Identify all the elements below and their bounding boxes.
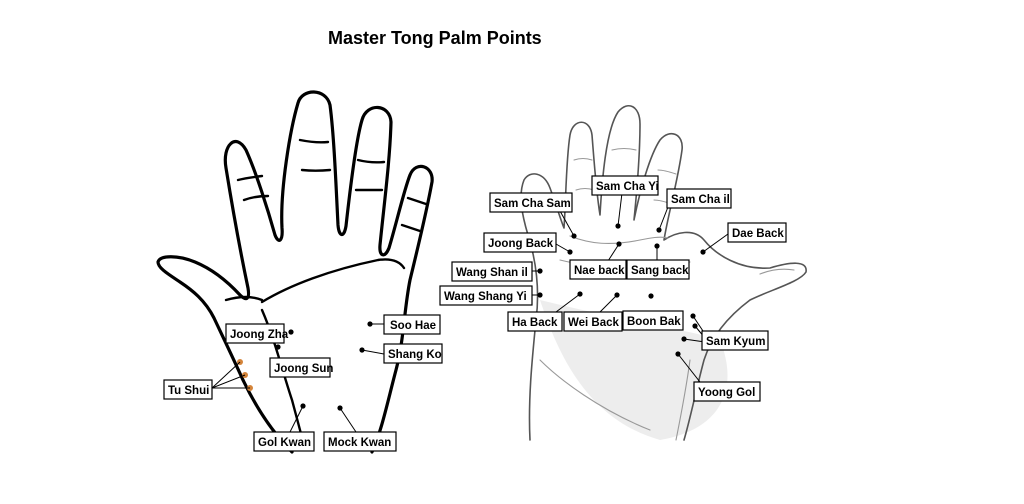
left-hand-labels: Joong Zha Joong Sun Tu Shui Soo Hae Shan… xyxy=(163,314,443,452)
label-nae-back: Nae back xyxy=(569,259,627,280)
crease xyxy=(242,194,270,202)
svg-text:Soo Hae: Soo Hae xyxy=(390,320,436,332)
svg-text:Ha Back: Ha Back xyxy=(512,317,558,329)
label-sang-back: Sang back xyxy=(626,259,690,280)
svg-text:Dae Back: Dae Back xyxy=(732,228,784,240)
label-tu-shui: Tu Shui xyxy=(163,379,213,400)
svg-text:Wang Shang Yi: Wang Shang Yi xyxy=(444,291,527,303)
label-shang-ko: Shang Ko xyxy=(383,343,443,364)
label-sam-cha-sam: Sam Cha Sam xyxy=(489,192,573,213)
label-joong-back: Joong Back xyxy=(483,232,557,253)
point-joong-sun xyxy=(275,344,281,350)
label-joong-zha: Joong Zha xyxy=(225,323,289,344)
svg-text:Sam Cha il: Sam Cha il xyxy=(671,194,730,206)
label-sam-kyum: Sam Kyum xyxy=(701,330,769,351)
right-hand-outline xyxy=(520,104,807,441)
left-hand-leaders xyxy=(211,323,385,433)
crease xyxy=(236,174,264,182)
right-hand-leaders xyxy=(532,192,729,383)
label-sam-cha-il: Sam Cha il xyxy=(666,188,732,209)
label-joong-sun: Joong Sun xyxy=(269,357,333,378)
label-gol-kwan: Gol Kwan xyxy=(253,431,315,452)
svg-text:Joong Zha: Joong Zha xyxy=(230,329,289,341)
svg-text:Shang Ko: Shang Ko xyxy=(388,349,442,361)
svg-text:Wei Back: Wei Back xyxy=(568,317,620,329)
label-ha-back: Ha Back xyxy=(507,311,563,332)
left-hand-outline xyxy=(156,90,434,454)
heart-line xyxy=(260,258,406,304)
svg-text:Sam Cha Yi: Sam Cha Yi xyxy=(596,181,659,193)
svg-text:Nae back: Nae back xyxy=(574,265,625,277)
label-wang-shang-yi: Wang Shang Yi xyxy=(439,285,533,306)
point-joong-zha xyxy=(288,329,294,335)
point-boon-bak xyxy=(648,293,654,299)
svg-text:Joong Back: Joong Back xyxy=(488,238,554,250)
crease xyxy=(298,138,330,144)
svg-text:Yoong Gol: Yoong Gol xyxy=(698,387,755,399)
label-wei-back: Wei Back xyxy=(563,311,623,332)
label-soo-hae: Soo Hae xyxy=(383,314,441,335)
svg-text:Boon Bak: Boon Bak xyxy=(627,316,681,328)
crease xyxy=(300,168,332,172)
label-yoong-gol: Yoong Gol xyxy=(693,381,761,402)
svg-text:Tu Shui: Tu Shui xyxy=(168,385,209,397)
label-mock-kwan: Mock Kwan xyxy=(323,431,397,452)
crease xyxy=(400,223,422,233)
svg-text:Sam Cha Sam: Sam Cha Sam xyxy=(494,198,571,210)
svg-text:Gol Kwan: Gol Kwan xyxy=(258,437,311,449)
label-sam-cha-yi: Sam Cha Yi xyxy=(591,175,659,196)
label-boon-bak: Boon Bak xyxy=(622,310,684,331)
svg-text:Wang Shan il: Wang Shan il xyxy=(456,267,528,279)
svg-text:Sam Kyum: Sam Kyum xyxy=(706,336,765,348)
label-dae-back: Dae Back xyxy=(727,222,787,243)
label-wang-shan-il: Wang Shan il xyxy=(451,261,533,282)
svg-text:Mock Kwan: Mock Kwan xyxy=(328,437,391,449)
crease xyxy=(356,158,386,164)
svg-text:Sang back: Sang back xyxy=(631,265,689,277)
svg-text:Joong Sun: Joong Sun xyxy=(274,363,333,375)
crease xyxy=(406,196,428,206)
right-hand-labels: Sam Cha Sam Sam Cha Yi Sam Cha il Dae Ba… xyxy=(439,175,787,402)
thumb-line xyxy=(224,295,264,302)
diagram-title: Master Tong Palm Points xyxy=(328,28,542,48)
